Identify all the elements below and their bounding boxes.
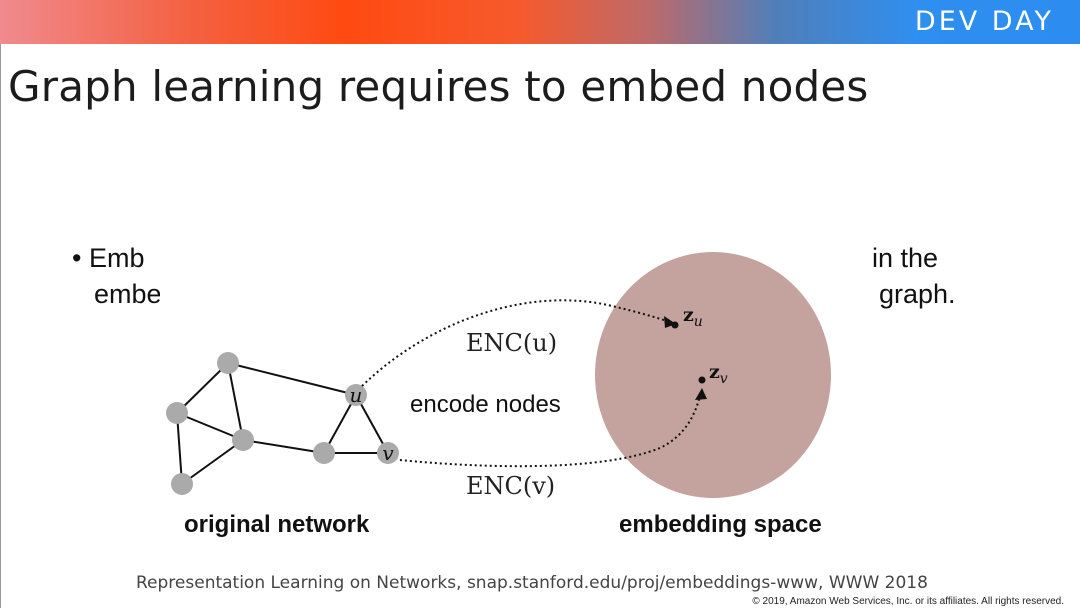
embedding-space-region: [595, 252, 831, 498]
embedding-point-v: [698, 376, 706, 384]
slide-title: Graph learning requires to embed nodes: [8, 62, 869, 111]
bullet-line-1-start: Emb: [88, 243, 145, 273]
graph-edge: [181, 439, 244, 485]
bullet-line-2-end: graph.: [879, 279, 956, 309]
original-network-caption: original network: [184, 511, 370, 538]
header-gradient-bar: DEV DAY: [0, 0, 1080, 44]
graph-edge: [242, 439, 325, 454]
z-v-label: zv: [709, 361, 728, 387]
arrowhead-v-icon: [695, 388, 707, 400]
brand-label: DEV DAY: [914, 6, 1054, 37]
bullet-line-2-start: embe: [94, 279, 162, 309]
enc-v-label: ENC(v): [466, 472, 555, 500]
slide-left-border: [0, 44, 1, 608]
encode-nodes-label: encode nodes: [410, 391, 561, 418]
slide-citation: Representation Learning on Networks, sna…: [136, 573, 928, 593]
graph-node: [232, 429, 254, 451]
graph-edges: [176, 362, 389, 485]
graph-edge: [227, 362, 244, 441]
graph-edge: [176, 362, 229, 414]
bullet-marker: •: [72, 243, 82, 273]
copyright-notice: © 2019, Amazon Web Services, Inc. or its…: [752, 596, 1064, 607]
graph-nodes: [166, 352, 399, 495]
graph-edge: [355, 394, 389, 454]
graph-node: [171, 473, 193, 495]
graph-node-u: [345, 384, 367, 406]
z-u-label: zu: [683, 304, 703, 330]
bullet-line-1: • Emb: [72, 243, 145, 274]
graph-edge: [176, 412, 244, 441]
node-v-label: v: [382, 441, 394, 465]
graph-node: [166, 402, 188, 424]
graph-edge: [323, 394, 357, 454]
enc-u-label: ENC(u): [466, 329, 557, 357]
embedding-point-u: [671, 321, 679, 329]
graph-node-v: [377, 442, 399, 464]
graph-edge: [176, 412, 183, 485]
node-u-label: u: [350, 383, 363, 407]
graph-node: [313, 442, 335, 464]
graph-edge: [227, 362, 357, 396]
graph-node: [217, 352, 239, 374]
encode-arc-u: [361, 299, 671, 387]
bullet-line-1-end: in the: [872, 243, 939, 273]
embedding-space-caption: embedding space: [619, 511, 822, 538]
